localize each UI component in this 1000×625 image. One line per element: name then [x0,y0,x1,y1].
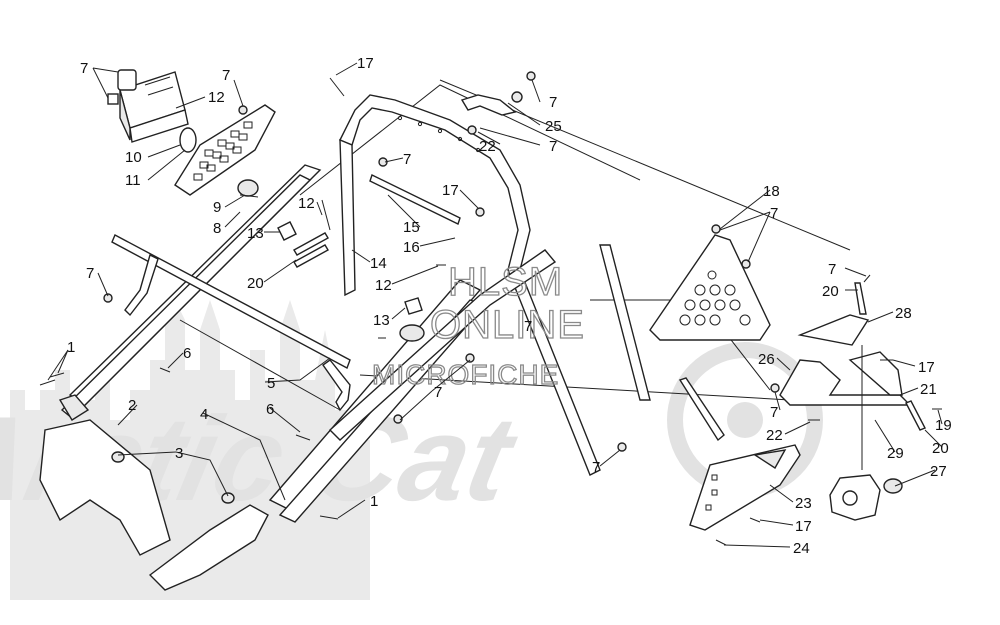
watermark-wheel-hub [727,402,763,438]
callout-26: 26 [758,351,775,368]
callout-14: 14 [370,255,387,272]
callout-7: 7 [770,205,778,222]
bracket-26 [779,351,912,406]
callout-12: 12 [208,89,225,106]
bracket-28 [797,314,870,346]
callout-numbers: 7 7 12 10 11 9 8 17 7 25 22 7 7 17 15 16… [67,55,952,557]
callout-17: 17 [357,55,374,72]
callout-7: 7 [80,60,88,77]
callout-15: 15 [403,219,420,236]
triangle-plate-18 [649,234,771,341]
lower-plate-23 [689,444,801,531]
callout-7: 7 [222,67,230,84]
callout-22: 22 [479,138,496,155]
clamps [277,94,926,442]
callout-22: 22 [766,427,783,444]
callout-17: 17 [795,518,812,535]
callout-3: 3 [175,445,183,462]
callout-24: 24 [793,540,810,557]
watermark-line-online: ONLINE [430,303,585,347]
callout-17: 17 [442,182,459,199]
callout-7: 7 [770,404,778,421]
callout-19: 19 [935,417,952,434]
actuator-27 [829,345,903,521]
mounting-plate-8 [174,104,276,198]
callout-23: 23 [795,495,812,512]
lower-frame-left [39,419,269,591]
callout-7: 7 [549,94,557,111]
callout-7: 7 [434,384,442,401]
callout-7: 7 [86,265,94,282]
callout-20: 20 [822,283,839,300]
callout-1: 1 [67,339,75,356]
callout-7: 7 [403,151,411,168]
leader-lines [47,62,943,548]
callout-13: 13 [247,225,264,242]
callout-6: 6 [266,401,274,418]
callout-2: 2 [128,397,136,414]
callout-7: 7 [592,459,600,476]
callout-6: 6 [183,345,191,362]
watermark-skyline [10,300,370,600]
callout-28: 28 [895,305,912,322]
watermark-text: HLSM ONLINE MICROFICHE [371,259,585,390]
callout-20: 20 [932,440,949,457]
callout-13: 13 [373,312,390,329]
callout-12: 12 [375,277,392,294]
callout-7: 7 [524,318,532,335]
callout-5: 5 [267,375,275,392]
callout-17: 17 [918,359,935,376]
callout-16: 16 [403,239,420,256]
callout-21: 21 [920,381,937,398]
tube-5 [111,234,351,412]
callout-7: 7 [549,138,557,155]
callout-4: 4 [200,406,208,423]
callout-20: 20 [247,275,264,292]
callout-12: 12 [298,195,315,212]
callout-18: 18 [763,183,780,200]
callout-27: 27 [930,463,947,480]
front-hoop-frame [339,94,601,476]
main-frame-rail [268,249,557,523]
control-module [107,69,197,153]
callout-7: 7 [828,261,836,278]
callout-9: 9 [213,199,221,216]
callout-8: 8 [213,220,221,237]
callout-10: 10 [125,149,142,166]
callout-25: 25 [545,118,562,135]
callout-29: 29 [887,445,904,462]
callout-11: 11 [125,172,141,189]
fasteners [39,71,942,546]
watermark-line-hlsm: HLSM [448,260,563,304]
callout-1: 1 [370,493,378,510]
